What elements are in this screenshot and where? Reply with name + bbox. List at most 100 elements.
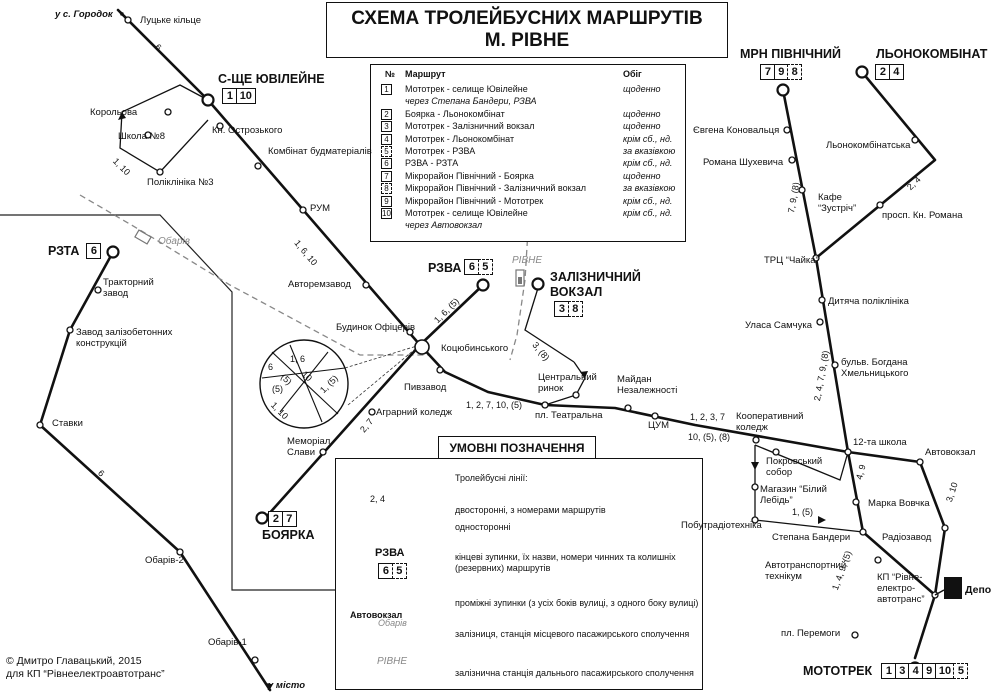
- route-service: щоденно: [623, 108, 661, 119]
- route-service: щоденно: [623, 121, 661, 132]
- route-box: 10: [235, 88, 256, 104]
- segment-label: 10, (5), (8): [688, 432, 731, 442]
- legend-stop-sample: Автовокзал: [350, 610, 403, 620]
- stop-label-avtotrans: Автотранспортний технікум: [765, 560, 847, 582]
- stop-label-teatralna: пл. Театральна: [535, 410, 603, 421]
- stop-label-ahrarnyi: Аграрний коледж: [376, 407, 453, 418]
- junction-inset: [259, 339, 421, 429]
- route-box-reserve: 5: [953, 663, 969, 679]
- direction-arrows: [118, 10, 826, 690]
- stop-label-lutske: Луцьке кільце: [140, 15, 202, 26]
- route-service: щоденно: [623, 170, 661, 181]
- stop-label-kp: КП “Рівне-електро-автотранс”: [877, 572, 925, 605]
- route-service: за вказівкою: [623, 146, 676, 156]
- stop-label-chaika: ТРЦ “Чайка”: [764, 255, 819, 266]
- stop-label-avtoremzavod: Авторемзавод: [288, 279, 351, 290]
- stop-label-konovaltsia: Євгена Коновальця: [693, 125, 780, 136]
- legend-terminal-routes: 6 5: [378, 563, 407, 579]
- terminal-boyarka-routes: 2 7: [268, 511, 297, 527]
- route-number-box: 3: [381, 121, 392, 133]
- legend-one-way: односторонні: [455, 522, 511, 532]
- route-service: крім сб., нд.: [623, 195, 673, 206]
- terminal-pivnichnyi-routes: 7 9 8: [760, 64, 803, 80]
- route-table-row: 7 Мікрорайон Північний - Боярка щоденно: [371, 170, 685, 182]
- route-name: РЗВА - РЗТА: [405, 158, 459, 169]
- route-number-box: 7: [381, 170, 392, 182]
- terminal-lonokombinat-label: ЛЬОНОКОМБІНАТ: [876, 47, 988, 61]
- terminal-vokzal-label-2: ВОКЗАЛ: [550, 285, 603, 299]
- stop-label-ostrozkoho: Кн. Острозького: [212, 125, 283, 136]
- terminal-lonokombinat-routes: 2 4: [875, 64, 904, 80]
- route-name: Мікрорайон Північний - Залізничний вокза…: [405, 183, 587, 194]
- stop-label-kooperatyvnyi: Кооперативний коледж: [736, 411, 804, 433]
- legend-route-box-reserve: 5: [391, 563, 407, 579]
- stop-label-kafe: Кафе “Зустріч”: [818, 192, 857, 214]
- route-box-reserve: 5: [477, 259, 493, 275]
- direction-gorodok: у с. Городок: [55, 9, 113, 20]
- route-number-box: 4: [381, 133, 392, 145]
- depot-building: [944, 577, 962, 599]
- terminal-rzta-label: РЗТА: [48, 244, 80, 258]
- route-table-row: через Автовокзал: [371, 220, 685, 231]
- terminal-rzva-routes: 6 5: [464, 259, 493, 275]
- route-number-box: 9: [381, 195, 392, 207]
- segment-label: 6: [268, 362, 274, 372]
- stop-label-banderu: Степана Бандери: [772, 532, 851, 543]
- stop-label-obariv2: Обарів-2: [145, 555, 184, 566]
- stop-label-korolova: Корольова: [90, 107, 138, 118]
- terminal-yuvileine-label: С-ЩЕ ЮВІЛЕЙНЕ: [218, 72, 325, 86]
- route-box: 10: [935, 663, 956, 679]
- stop-label-romana: просп. Кн. Романа: [882, 210, 963, 221]
- route-box: 4: [888, 64, 904, 80]
- route-table-header-service: Обіг: [623, 69, 642, 79]
- route-table-header-route: Маршрут: [405, 69, 446, 79]
- railway-station-obariv: [134, 229, 152, 245]
- stop-label-budynok: Будинок Офіцерів: [336, 322, 416, 333]
- stop-label-pyvzavod: Пивзавод: [404, 382, 447, 393]
- route-box: 1: [881, 663, 897, 679]
- legend-rail-sample: Обарів: [378, 618, 407, 628]
- rail-station-obariv-label: Обарів: [158, 236, 190, 247]
- terminal-rzta-routes: 6: [86, 243, 102, 259]
- stop-label-rynok: Центральний ринок: [538, 372, 597, 394]
- stop-label-zalizobeton: Завод залізобетонних конструкцій: [76, 327, 173, 349]
- route-name: через Автовокзал: [405, 220, 483, 231]
- stop-label-khmelnytskoho: бульв. Богдана Хмельницького: [841, 357, 909, 379]
- stop-label-traktornyi: Тракторний завод: [103, 277, 154, 299]
- route-name: Боярка - Льонокомбінат: [405, 108, 505, 119]
- terminal-rzva-label: РЗВА: [428, 261, 462, 275]
- legend-stop-desc: проміжні зупинки (з усіх боків вулиці, з…: [455, 598, 699, 608]
- stop-label-tsum: ЦУМ: [648, 420, 669, 431]
- stop-label-dytiacha: Дитяча поліклініка: [828, 296, 909, 307]
- stop-label-rum: РУМ: [310, 203, 331, 214]
- route-name: Мототрек - Залізничний вокзал: [405, 121, 535, 132]
- copyright: © Дмитро Главацький, 2015 для КП “Рівнее…: [6, 655, 165, 681]
- depot-label: Депо: [965, 584, 992, 596]
- route-box-reserve: 8: [567, 301, 583, 317]
- copyright-line2: для КП “Рівнеелектроавтотранс”: [6, 668, 165, 680]
- stop-label-shukhevycha: Романа Шухевича: [703, 157, 784, 168]
- stop-label-memorial: Меморіал Слави: [287, 436, 331, 458]
- route-name: Мікрорайон Північний - Боярка: [405, 170, 534, 181]
- legend-lines-header: Тролейбусні лінії:: [455, 473, 528, 483]
- legend-rail-desc: залізниця, станція місцевого пасажирсько…: [455, 629, 690, 639]
- route-table-row: через Степана Бандери, РЗВА: [371, 96, 685, 107]
- route-service: крім сб., нд.: [623, 158, 673, 169]
- stop-label-polyklinika3: Поліклініка №3: [147, 177, 214, 188]
- junction-circle: [414, 339, 430, 355]
- copyright-line1: © Дмитро Главацький, 2015: [6, 655, 142, 667]
- stop-label-radiozavod: Радіозавод: [882, 532, 932, 543]
- segment-label: 1, 6: [290, 354, 306, 364]
- legend-sample-routes: 2, 4: [370, 494, 386, 504]
- route-box-reserve: 8: [787, 64, 803, 80]
- stop-label-kombinat: Комбінат будматеріалів: [268, 146, 372, 157]
- route-name: Мототрек - селище Ювілейне: [405, 208, 528, 218]
- route-service: крім сб., нд.: [623, 133, 673, 144]
- stop-label-shkola12: 12-та школа: [853, 437, 907, 448]
